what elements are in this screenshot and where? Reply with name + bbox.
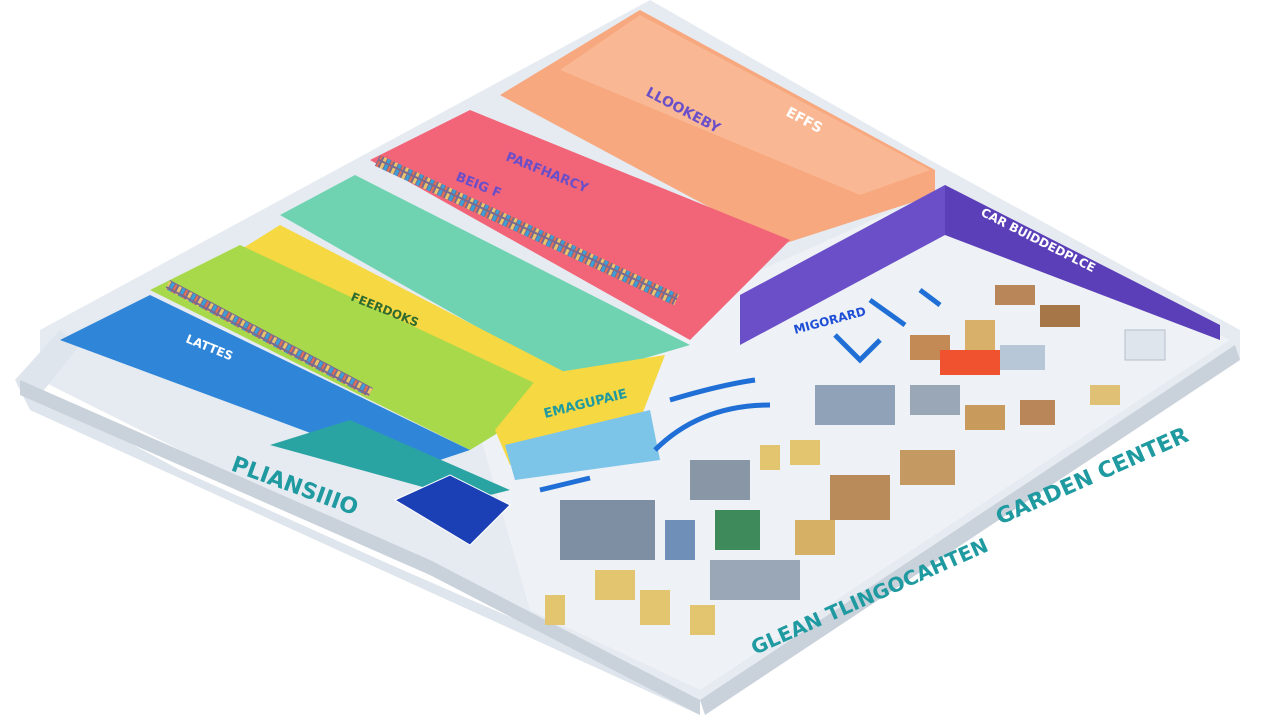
entrance-shopfront <box>505 410 660 480</box>
arrow-icon <box>539 475 591 493</box>
zone-lime <box>150 245 560 450</box>
shelf-icon <box>560 500 655 560</box>
shelf-icon <box>715 510 760 550</box>
pallet-icon <box>965 320 995 350</box>
pallet-icon <box>545 595 565 625</box>
shelf-icon <box>665 520 695 560</box>
pallet-icon <box>1020 400 1055 425</box>
zone-teal <box>280 175 690 380</box>
shelf-icon <box>690 460 750 500</box>
arrow-icon <box>868 297 907 328</box>
shelf-icon <box>710 560 800 600</box>
pallet-icon <box>595 570 635 600</box>
zone-coral <box>370 110 790 340</box>
solar-panel-icon <box>393 474 511 546</box>
pallet-icon <box>795 520 835 555</box>
zone-yellow-band <box>240 225 580 400</box>
pallet-icon <box>790 440 820 465</box>
arrow-icon <box>918 288 942 307</box>
lime-shelf-row <box>165 280 374 397</box>
pallet-icon <box>1090 385 1120 405</box>
pallet-icon <box>995 285 1035 305</box>
pallet-icon <box>640 590 670 625</box>
floor-goods <box>545 285 1166 635</box>
pallet-icon <box>760 445 780 470</box>
pallet-icon <box>690 605 715 635</box>
arrow-icon <box>669 377 756 403</box>
coral-shelf-row <box>374 155 680 306</box>
purple-back-wall <box>945 185 1220 340</box>
zone-blue <box>60 295 470 470</box>
shelf-icon <box>1124 329 1166 361</box>
pallet-icon <box>965 405 1005 430</box>
pallet-icon <box>1040 305 1080 327</box>
shelf-icon <box>815 385 895 425</box>
pallet-icon <box>940 350 1000 375</box>
zone-peach-light <box>560 15 930 195</box>
pallet-icon <box>900 450 955 485</box>
purple-wall <box>740 185 945 345</box>
pallet-icon <box>910 385 960 415</box>
front-left-wall <box>20 380 700 715</box>
arrow-icon <box>833 333 882 364</box>
pallet-icon <box>830 475 890 520</box>
pallet-icon <box>1000 345 1045 370</box>
front-right-wall <box>700 345 1240 715</box>
arrow-icon <box>653 402 771 452</box>
